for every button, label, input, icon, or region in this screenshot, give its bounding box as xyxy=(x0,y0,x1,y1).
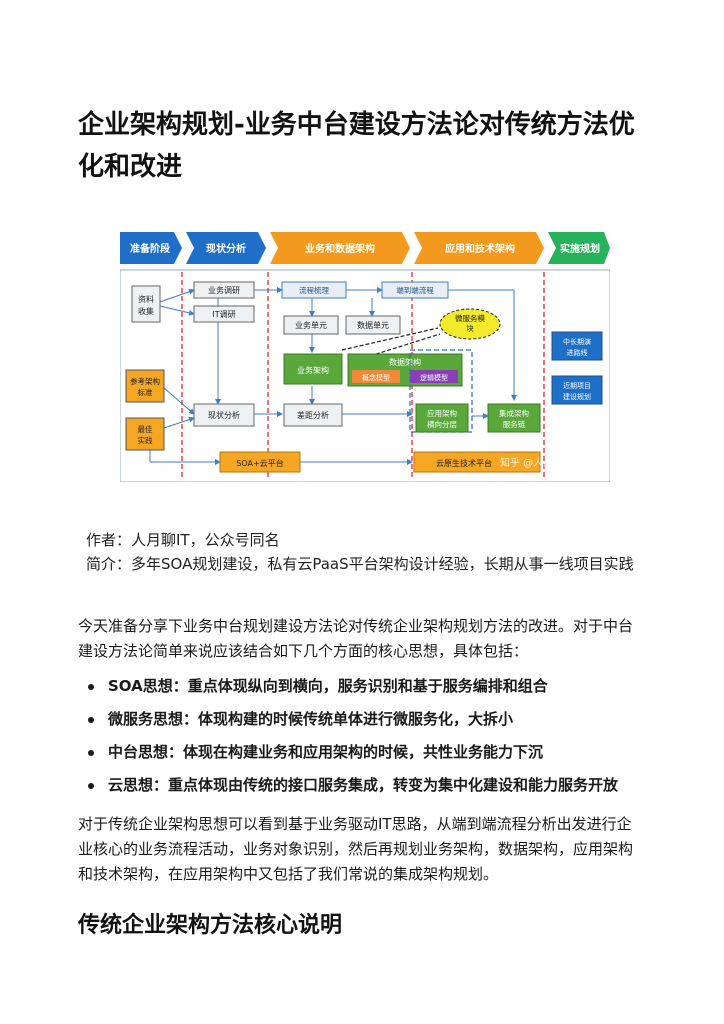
author-line: 作者：人月聊IT，公众号同名 xyxy=(86,531,280,549)
process-sort-box xyxy=(281,281,347,299)
micro-links xyxy=(341,327,441,357)
it-research-box xyxy=(193,305,255,323)
logic-model-box xyxy=(410,370,458,383)
biz-research-box xyxy=(193,281,255,299)
microservice-bubble xyxy=(439,308,501,340)
gap-analysis-label: 差距分析 xyxy=(297,410,329,420)
bullet-text: 中台思想：体现在构建业务和应用架构的时候，共性业务能力下沉 xyxy=(108,743,544,761)
soa-cloud-box xyxy=(219,451,301,473)
concept-model-box xyxy=(352,370,400,383)
biz-arch-label: 业务架构 xyxy=(297,365,329,375)
recent-plan-box xyxy=(551,375,603,405)
status-analysis-label: 现状分析 xyxy=(208,410,240,420)
logic-model-label: 逻辑模型 xyxy=(420,373,448,382)
ref-arch-box xyxy=(125,369,165,403)
cloud-native-label: 云原生技术平台 xyxy=(436,458,492,468)
bullet-text: SOA思想：重点体现纵向到横向，服务识别和基于服务编排和组合 xyxy=(108,677,548,695)
section-heading: 传统企业架构方法核心说明 xyxy=(78,913,343,938)
article-title: 企业架构规划-业务中台建设方法论对传统方法优化和改进 xyxy=(78,110,635,182)
e2e-process-box xyxy=(381,281,449,299)
gap-analysis-box xyxy=(283,403,343,427)
roadmap-box xyxy=(551,331,603,361)
bullet-dot xyxy=(88,717,94,723)
soa-cloud-label: SOA+云平台 xyxy=(236,458,283,468)
app-arch-box xyxy=(415,403,469,433)
biz-research-label: 业务调研 xyxy=(208,285,240,295)
biz-unit-label: 业务单元 xyxy=(295,320,327,330)
biz-arch-box xyxy=(283,353,343,385)
app-arch-label-1: 应用架构 xyxy=(427,408,457,418)
best-practice-label-1: 最佳 xyxy=(138,424,153,434)
list-item: 微服务思想：体现构建的时候传统单体进行微服务化，大拆小 xyxy=(88,709,648,742)
bullet-dot xyxy=(88,684,94,690)
integration-arch-label-2: 服务链 xyxy=(503,419,526,429)
watermark: 知乎 @人月聊IT xyxy=(500,456,573,469)
bullet-list: SOA思想：重点体现纵向到横向，服务识别和基于服务编排和组合 微服务思想：体现构… xyxy=(88,676,648,808)
data-unit-box xyxy=(345,315,401,335)
bullet-dot xyxy=(88,750,94,756)
e2e-process-label: 端到端流程 xyxy=(396,285,434,295)
biz-unit-box xyxy=(283,315,339,335)
collect-label-2: 收集 xyxy=(138,306,154,316)
bullet-text: 云思想：重点体现由传统的接口服务集成，转变为集中化建设和能力服务开放 xyxy=(108,776,619,794)
ref-arch-label-2: 标准 xyxy=(138,387,153,397)
bullet-text: 微服务思想：体现构建的时候传统单体进行微服务化，大拆小 xyxy=(108,710,514,728)
list-item: 云思想：重点体现由传统的接口服务集成，转变为集中化建设和能力服务开放 xyxy=(88,775,648,808)
paragraph-body: 对于传统企业架构思想可以看到基于业务驱动IT思路，从端到端流程分析出发进行企业核… xyxy=(78,815,634,883)
roadmap-label-1: 中长期演 xyxy=(563,337,591,346)
status-analysis-box xyxy=(193,403,255,427)
architecture-diagram: 准备阶段 现状分析 业务和数据架构 应用和技术架构 实施规划 xyxy=(120,232,610,482)
process-sort-label: 流程梳理 xyxy=(299,285,329,295)
phase-header: 准备阶段 现状分析 业务和数据架构 应用和技术架构 实施规划 xyxy=(120,232,610,264)
cloud-native-box xyxy=(413,451,541,473)
integration-arch-box xyxy=(487,403,541,433)
best-practice-box xyxy=(125,417,165,451)
data-arch-label: 数据架构 xyxy=(389,357,421,367)
collect-box xyxy=(131,285,161,323)
app-arch-label-2: 横向分层 xyxy=(427,419,457,429)
ref-arch-label-1: 参考架构 xyxy=(130,376,160,386)
intro-line: 简介：多年SOA规划建设，私有云PaaS平台架构设计经验，长期从事一线项目实践 xyxy=(86,555,634,573)
list-item: 中台思想：体现在构建业务和应用架构的时候，共性业务能力下沉 xyxy=(88,742,648,775)
it-research-label: IT调研 xyxy=(212,310,235,319)
data-unit-label: 数据单元 xyxy=(357,320,389,330)
phase-label: 实施规划 xyxy=(560,242,600,255)
phase-label: 业务和数据架构 xyxy=(305,242,375,255)
integration-arch-label-1: 集成架构 xyxy=(499,408,529,418)
best-practice-label-2: 实践 xyxy=(138,435,153,445)
microservice-label-1: 微服务模 xyxy=(455,313,485,323)
bullet-dot xyxy=(88,783,94,789)
list-item: SOA思想：重点体现纵向到横向，服务识别和基于服务编排和组合 xyxy=(88,676,648,709)
paragraph-intro: 今天准备分享下业务中台规划建设方法论对传统企业架构规划方法的改进。对于中台建设方… xyxy=(78,617,634,660)
microservice-label-2: 块 xyxy=(466,323,474,333)
concept-model-label: 概念模型 xyxy=(362,373,390,382)
phase-label: 现状分析 xyxy=(206,242,246,255)
collect-label-1: 资料 xyxy=(138,294,154,304)
roadmap-label-2: 进路线 xyxy=(567,348,588,357)
phase-label: 准备阶段 xyxy=(130,242,170,255)
recent-plan-label-2: 建设规划 xyxy=(563,392,591,401)
recent-plan-label-1: 近期项目 xyxy=(563,381,591,390)
phase-label: 应用和技术架构 xyxy=(445,242,515,255)
